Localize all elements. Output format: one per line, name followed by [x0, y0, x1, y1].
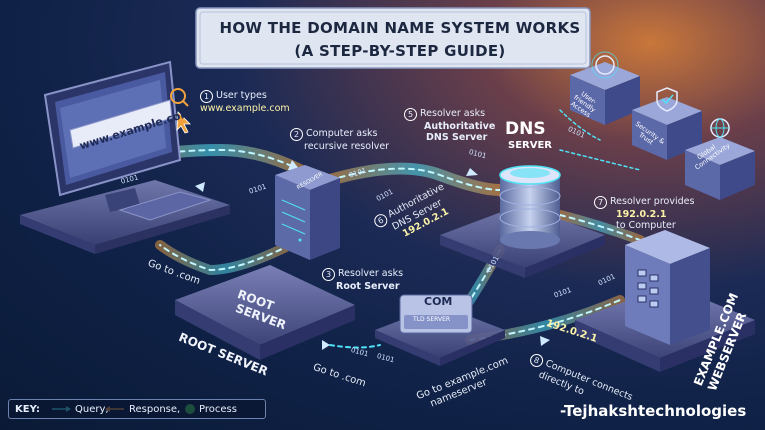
step-text: Resolver asks: [338, 268, 403, 279]
legend-key: KEY: Query, Response, Process: [8, 399, 266, 419]
dns-label: DNS: [505, 120, 546, 138]
key-process: Process: [199, 400, 237, 420]
step-value: www.example.com: [200, 103, 290, 114]
step-value-2: DNS Server: [404, 132, 487, 143]
dns-server-label: SERVER: [508, 140, 552, 151]
step-number: 2: [290, 128, 303, 141]
key-response: Response,: [129, 400, 180, 420]
step-number: 7: [594, 196, 607, 209]
step-text: User types: [216, 90, 267, 101]
title-line-1: HOW THE DOMAIN NAME SYSTEM WORKS: [200, 19, 600, 37]
step-value: Authoritative: [404, 121, 495, 132]
title-line-2: (A STEP-BY-STEP GUIDE): [200, 42, 600, 60]
step-text-2: recursive resolver: [290, 141, 389, 152]
watermark: -Tejhakshtechnologies: [560, 402, 746, 420]
computer-illustration: [20, 62, 230, 254]
step-value: Root Server: [322, 281, 400, 292]
key-query: Query,: [75, 400, 109, 420]
step-number: 3: [322, 268, 335, 281]
title-block: HOW THE DOMAIN NAME SYSTEM WORKS (A STEP…: [200, 10, 600, 70]
tld-server-label: TLD SERVER: [413, 316, 450, 324]
step-text: Computer asks: [306, 128, 377, 139]
step-text-2: to Computer: [594, 220, 676, 231]
step-value: 192.0.2.1: [594, 209, 667, 220]
key-label: KEY:: [15, 404, 40, 415]
com-label: COM: [424, 296, 452, 307]
feature-cubes: [570, 52, 755, 200]
step-number: 5: [404, 108, 417, 121]
step-number: 1: [200, 90, 213, 103]
step-text: Resolver asks: [420, 108, 485, 119]
step-text: Resolver provides: [610, 196, 694, 207]
